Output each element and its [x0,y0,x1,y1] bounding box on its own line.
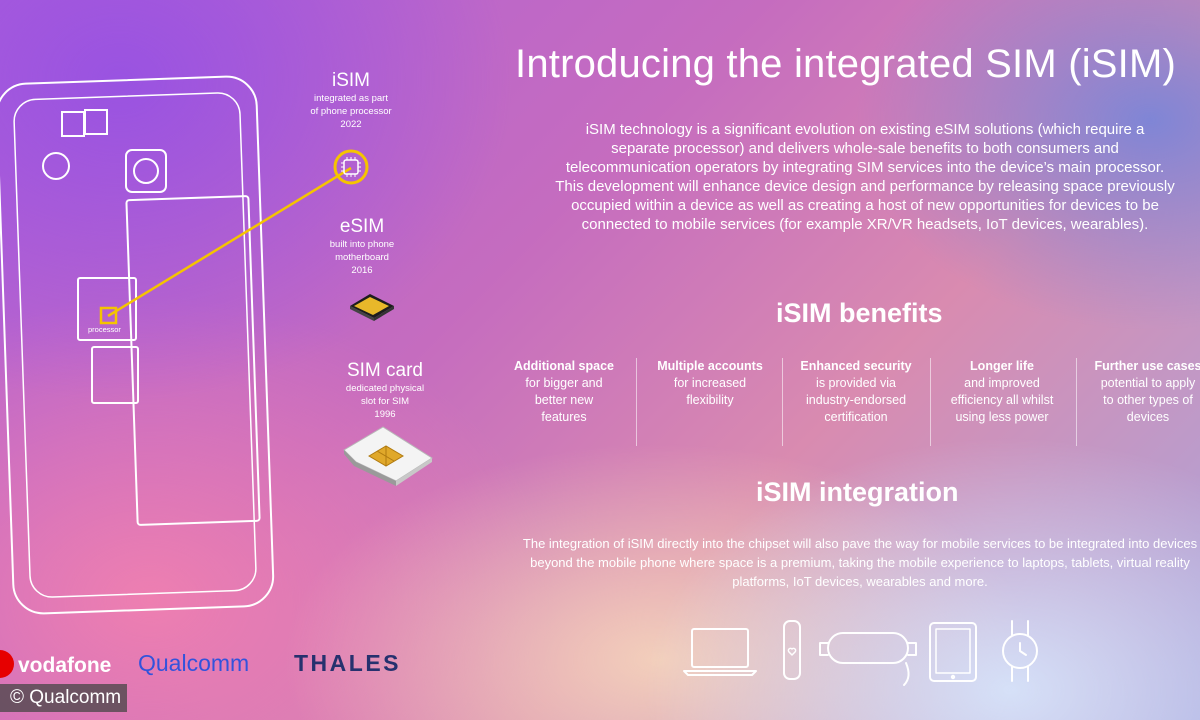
benefits-row: Additional space for bigger and better n… [494,358,1200,446]
benefit-desc: efficiency all whilst [950,393,1054,407]
phone-illustration: processor [0,75,433,615]
esim-year: 2016 [351,265,373,276]
battery-outline [125,195,261,526]
integration-paragraph: The integration of iSIM directly into th… [522,536,1198,589]
esim-desc-line: built into phone [329,239,395,250]
isim-generation: iSIM integrated as part of phone process… [296,70,406,131]
page-title: Introducing the integrated SIM (iSIM) [515,42,1177,86]
benefit-item: Additional space for bigger and better n… [494,358,634,426]
vr-headset-icon [819,632,917,686]
sim-card-name: SIM card [346,360,424,381]
benefit-desc: and improved [964,376,1040,390]
benefit-desc: devices [1126,410,1170,424]
benefit-item: Longer life and improved efficiency all … [932,358,1072,426]
esim-desc-line: motherboard [335,252,389,263]
benefit-desc: industry-endorsed [805,393,907,407]
benefit-title: Multiple accounts [657,359,763,373]
sim-card-desc-line: slot for SIM [360,396,410,407]
isim-chip-icon [333,149,369,185]
fitness-band-icon [783,620,801,680]
benefit-desc: for increased [673,376,747,390]
benefit-desc: potential to apply [1100,376,1196,390]
benefit-desc: features [541,410,587,424]
sim-card-generation: SIM card dedicated physical slot for SIM… [330,360,440,421]
benefit-desc: is provided via [816,376,896,390]
vodafone-logo: vodafone [0,650,111,678]
image-credit: © Qualcomm [0,684,128,712]
sim-card-icon [343,426,433,486]
benefit-desc: flexibility [686,393,734,407]
integration-heading: iSIM integration [756,477,959,507]
camera-lens [61,111,85,137]
divider [782,358,783,446]
qualcomm-wordmark: Qualcomm [138,650,250,676]
sim-card-desc-line: dedicated physical [345,383,425,394]
benefit-title: Enhanced security [800,359,912,373]
camera-lens [42,152,70,180]
device-icons [683,620,1038,686]
processor-chip [99,306,118,325]
isim-year: 2022 [340,119,362,130]
divider [1076,358,1077,446]
thales-logo: THALES [294,650,401,677]
vodafone-speechmark-icon [0,650,14,678]
vodafone-wordmark: vodafone [18,654,112,677]
benefit-item: Enhanced security is provided via indust… [786,358,926,426]
connector-line [107,166,352,318]
sim-card-year: 1996 [374,409,396,420]
benefit-desc: using less power [955,410,1049,424]
benefit-desc: certification [824,410,888,424]
benefit-desc: better new [534,393,594,407]
benefit-item: Further use cases potential to apply to … [1078,358,1200,426]
benefit-title: Longer life [970,359,1034,373]
benefits-heading: iSIM benefits [776,298,943,328]
benefit-desc: for bigger and [525,376,603,390]
esim-chip-icon [350,294,394,321]
isim-desc-line: of phone processor [310,106,392,117]
benefit-title: Further use cases [1094,359,1200,373]
esim-name: eSIM [339,216,385,237]
intro-paragraph: iSIM technology is a significant evoluti… [555,121,1175,233]
phone-outline [0,75,275,615]
benefit-desc: to other types of [1103,393,1193,407]
laptop-icon [683,628,757,676]
thales-wordmark: THALES [294,650,401,676]
benefit-title: Additional space [513,359,615,373]
tablet-icon [929,622,977,682]
qualcomm-logo: Qualcomm [138,650,249,677]
isim-desc-line: integrated as part [314,93,388,104]
divider [930,358,931,446]
smartwatch-icon [1002,620,1038,682]
esim-generation: eSIM built into phone motherboard 2016 [317,216,407,277]
processor-label: processor [88,325,121,334]
divider [636,358,637,446]
isim-name: iSIM [332,70,370,91]
benefit-item: Multiple accounts for increased flexibil… [640,358,780,409]
